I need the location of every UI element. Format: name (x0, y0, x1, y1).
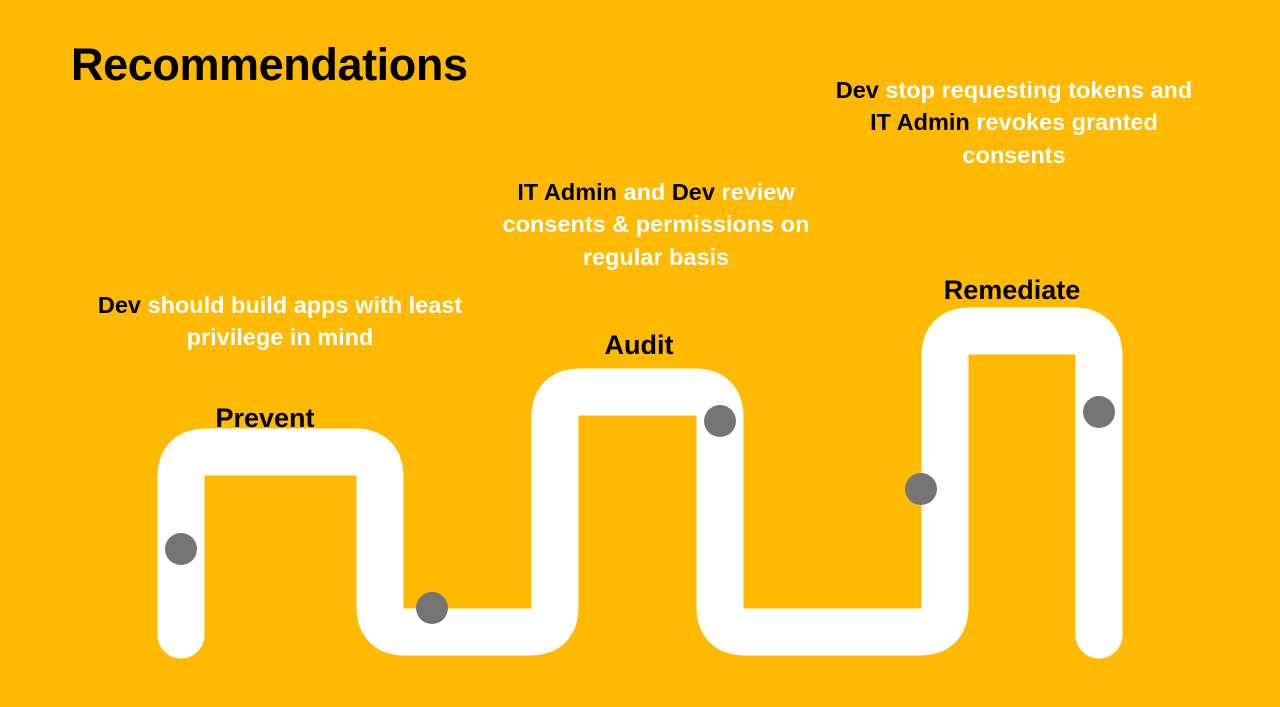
stage-label-prevent: Prevent (215, 403, 315, 433)
journey-path (157, 307, 1123, 659)
text-run: stop requesting tokens and (878, 77, 1193, 103)
journey-markers (165, 396, 1115, 624)
marker-1 (165, 533, 197, 565)
callout-audit: IT Admin and Dev review consents & permi… (470, 176, 842, 273)
callout-remediate: Dev stop requesting tokens and IT Admin … (828, 74, 1200, 171)
marker-4 (905, 473, 937, 505)
stage-label-audit: Audit (604, 330, 674, 360)
text-run: and (616, 179, 672, 205)
emphasis-run: Dev (97, 292, 141, 318)
text-run: should build apps with least privilege i… (140, 292, 463, 351)
callout-prevent: Dev should build apps with least privile… (94, 289, 466, 354)
marker-5 (1083, 396, 1115, 428)
marker-3 (704, 405, 736, 437)
emphasis-run: Dev (835, 77, 879, 103)
marker-2 (416, 592, 448, 624)
text-run: revokes granted consents (962, 109, 1158, 168)
emphasis-run: IT Admin (870, 109, 970, 136)
emphasis-run: Dev (671, 179, 715, 205)
emphasis-run: IT Admin (517, 179, 617, 205)
text-run: review consents & permissions on regular… (502, 179, 810, 270)
stage-label-remediate: Remediate (943, 275, 1081, 305)
page-title: Recommendations (71, 39, 468, 90)
